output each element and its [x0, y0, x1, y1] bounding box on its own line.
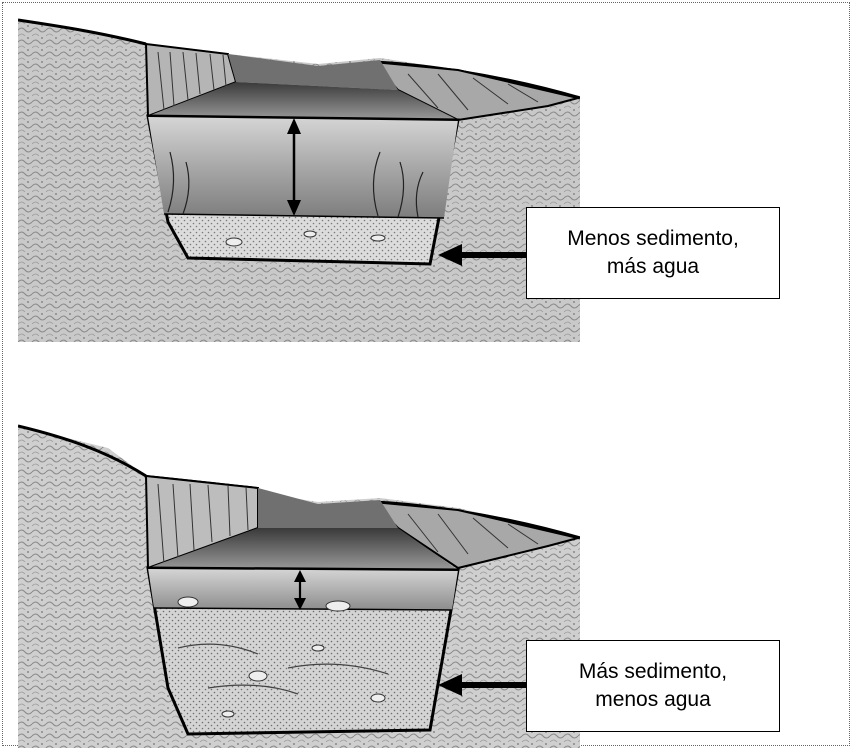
- water-column: [148, 116, 458, 218]
- pond-cross-section-top: [18, 12, 580, 342]
- callout-arrow-top: [438, 243, 528, 267]
- callout-line-1: Más sedimento,: [579, 658, 727, 686]
- callout-less-sediment: Menos sedimento, más agua: [526, 207, 780, 299]
- callout-line-2: más agua: [607, 253, 699, 281]
- callout-more-sediment: Más sedimento, menos agua: [526, 640, 780, 732]
- callout-arrow-bottom: [438, 673, 528, 697]
- callout-line-2: menos agua: [595, 686, 711, 714]
- callout-line-1: Menos sedimento,: [567, 225, 739, 253]
- pond-cross-section-bottom: [18, 418, 580, 748]
